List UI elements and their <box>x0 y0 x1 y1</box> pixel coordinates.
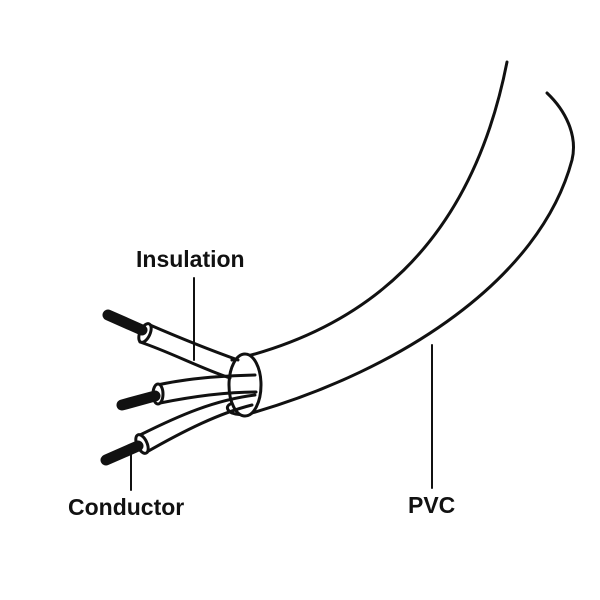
pvc-jacket-rim <box>227 352 263 418</box>
bottom-conductor <box>100 440 144 466</box>
top-wire-insulation <box>138 323 240 380</box>
pvc-label: PVC <box>408 492 456 518</box>
pvc-jacket-top-edge <box>230 60 509 362</box>
conductor-label: Conductor <box>68 494 185 520</box>
middle-conductor <box>116 390 161 411</box>
top-conductor <box>102 309 148 336</box>
middle-wire-insulation <box>155 373 258 405</box>
pvc-jacket-bottom-edge <box>250 91 575 415</box>
bottom-wire-insulation <box>138 393 257 455</box>
insulation-label: Insulation <box>136 246 245 272</box>
